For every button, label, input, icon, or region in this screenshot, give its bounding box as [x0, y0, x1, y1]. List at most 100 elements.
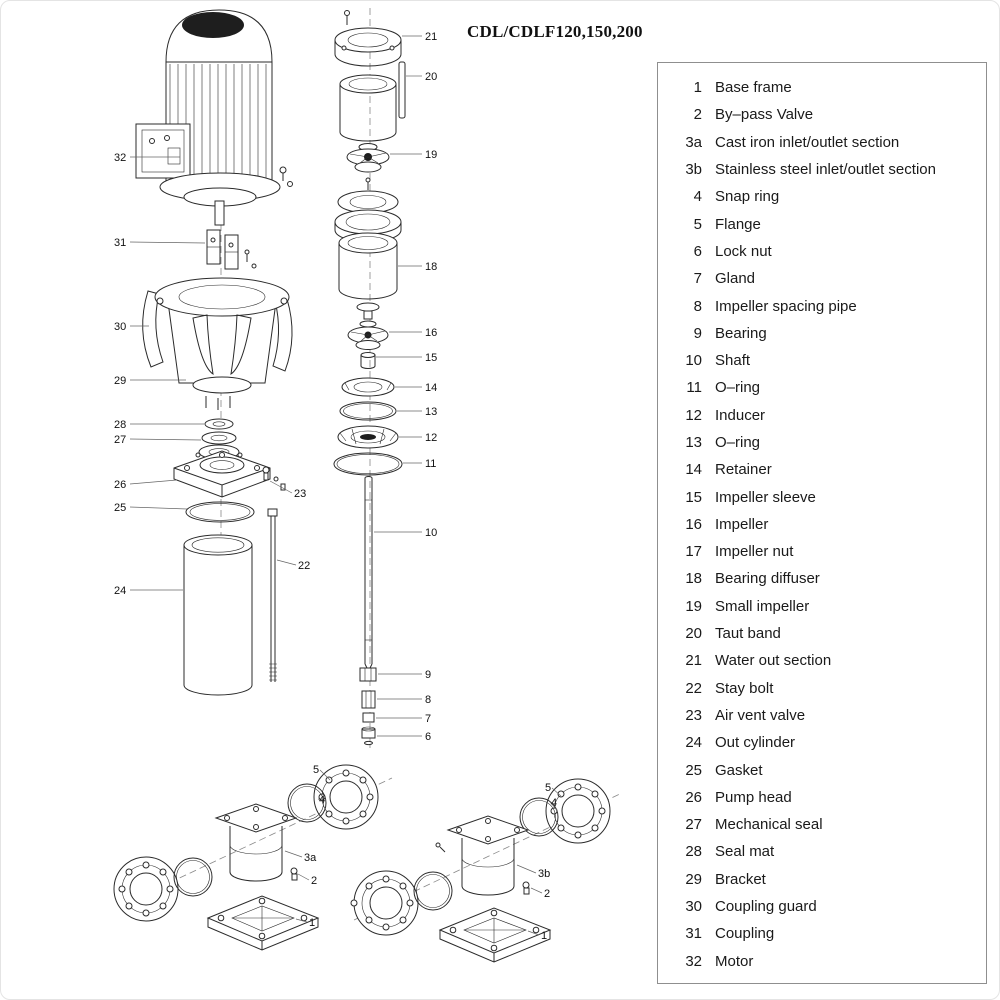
part-number: 13: [685, 434, 702, 451]
part-number: 4: [693, 188, 702, 206]
body-3b: [446, 815, 530, 896]
parts-list-row: 16 Impeller: [670, 511, 982, 538]
mid-screw: [365, 177, 371, 190]
parts-list-row: 14 Retainer: [670, 456, 982, 483]
part-name: Pump head: [715, 788, 792, 806]
snap-ring-3a-outlet: [287, 783, 327, 823]
part-name: Impeller sleeve: [715, 488, 816, 506]
parts-list-row: 30 Coupling guard: [670, 893, 982, 920]
part-name: Bracket: [715, 870, 766, 888]
part-name: Inducer: [715, 406, 766, 424]
coupling-guard: [142, 290, 293, 372]
parts-list-row: 3a Cast iron inlet/outlet section: [670, 129, 982, 156]
part-number: 21: [685, 652, 702, 670]
callout-bracket: 29: [114, 375, 126, 387]
parts-list-row: 6 Lock nut: [670, 238, 982, 265]
taut-band: [398, 61, 406, 119]
part-number: 25: [685, 761, 702, 779]
flange-3b-outlet: [545, 778, 611, 844]
part-name: Gasket: [715, 761, 763, 779]
base-frame-3b: [438, 907, 552, 963]
parts-list-row: 12 Inducer: [670, 402, 982, 429]
callout-base-frame-a: 1: [309, 917, 315, 929]
parts-list-row: 7 Gland: [670, 265, 982, 292]
pump-head: [173, 450, 271, 498]
part-name: Shaft: [715, 352, 751, 370]
parts-list-row: 22 Stay bolt: [670, 675, 982, 702]
gasket: [185, 501, 255, 523]
part-name: Snap ring: [715, 188, 780, 206]
part-name: Impeller nut: [715, 543, 794, 561]
part-number: 16: [685, 515, 702, 533]
parts-list-row: 24 Out cylinder: [670, 729, 982, 756]
parts-list-row: 32 Motor: [670, 948, 982, 975]
callout-mechanical-seal: 27: [114, 434, 126, 446]
o-ring-13: [339, 401, 397, 421]
callout-o-ring-13: 13: [425, 406, 437, 418]
part-name: Taut band: [715, 625, 781, 643]
spacer: [356, 302, 380, 320]
part-name: Gland: [715, 270, 756, 288]
part-name: Coupling guard: [715, 898, 817, 916]
callout-stay-bolt: 22: [298, 560, 310, 572]
part-name: Flange: [715, 215, 761, 233]
part-number: 28: [685, 843, 702, 861]
part-name: Cast iron inlet/outlet section: [715, 133, 900, 151]
callout-body-3b: 3b: [538, 868, 550, 880]
callout-body-3a: 3a: [304, 852, 317, 864]
parts-list-row: 18 Bearing diffuser: [670, 565, 982, 592]
part-number: 29: [685, 870, 702, 888]
impeller-sleeve: [360, 352, 376, 369]
callout-coupling: 31: [114, 237, 126, 249]
snap-ring-3a-inlet: [173, 857, 213, 897]
parts-list-row: 23 Air vent valve: [670, 702, 982, 729]
part-number: 20: [685, 625, 702, 643]
parts-list-row: 20 Taut band: [670, 620, 982, 647]
part-number: 17: [685, 543, 702, 561]
part-name: O–ring: [715, 379, 761, 397]
parts-list-row: 9 Bearing: [670, 320, 982, 347]
part-name: Retainer: [715, 461, 772, 479]
parts-list-row: 11 O–ring: [670, 374, 982, 401]
parts-list-row: 1 Base frame: [670, 74, 982, 101]
screws-3b: [435, 842, 446, 853]
parts-list-row: 10 Shaft: [670, 347, 982, 374]
retainer: [341, 377, 395, 397]
part-number: 15: [685, 488, 702, 506]
part-name: Seal mat: [715, 843, 775, 861]
part-number: 32: [685, 952, 702, 970]
part-number: 8: [693, 297, 702, 315]
parts-list-row: 2 By–pass Valve: [670, 101, 982, 128]
callout-lock-nut: 6: [425, 731, 431, 743]
part-name: Impeller spacing pipe: [715, 297, 857, 315]
part-name: O–ring: [715, 434, 761, 451]
callout-bypass-valve-a: 2: [311, 875, 317, 887]
bypass-valve-3a: [290, 867, 298, 881]
parts-list-row: 26 Pump head: [670, 784, 982, 811]
motor-shaft-stub: [214, 200, 225, 226]
part-name: Water out section: [715, 652, 832, 670]
part-name: Bearing diffuser: [715, 570, 820, 588]
callouts: 32 31 30 29 28 27 26 25 24 23 22 21 20 1…: [114, 31, 562, 942]
part-number: 6: [693, 242, 702, 260]
exploded-diagram: 32 31 30 29 28 27 26 25 24 23 22 21 20 1…: [113, 8, 623, 963]
callout-base-frame-b: 1: [541, 930, 547, 942]
callout-bearing: 9: [425, 669, 431, 681]
air-vent-valve: [262, 466, 286, 491]
parts-list-row: 8 Impeller spacing pipe: [670, 292, 982, 319]
part-number: 3a: [685, 133, 702, 151]
base-frame-3a: [206, 895, 320, 951]
callout-snap-ring-a: 4: [319, 794, 325, 806]
parts-list-row: 19 Small impeller: [670, 593, 982, 620]
callout-gland: 7: [425, 713, 431, 725]
bypass-valve-3b: [522, 881, 530, 895]
callout-taut-band: 20: [425, 71, 437, 83]
part-number: 11: [686, 379, 702, 397]
callout-water-out-section: 21: [425, 31, 437, 43]
callout-flange-a: 5: [313, 764, 319, 776]
parts-list-row: 21 Water out section: [670, 647, 982, 674]
part-number: 2: [693, 106, 702, 124]
impeller: [347, 320, 389, 350]
callout-impeller: 16: [425, 327, 437, 339]
o-ring-11: [333, 452, 403, 476]
